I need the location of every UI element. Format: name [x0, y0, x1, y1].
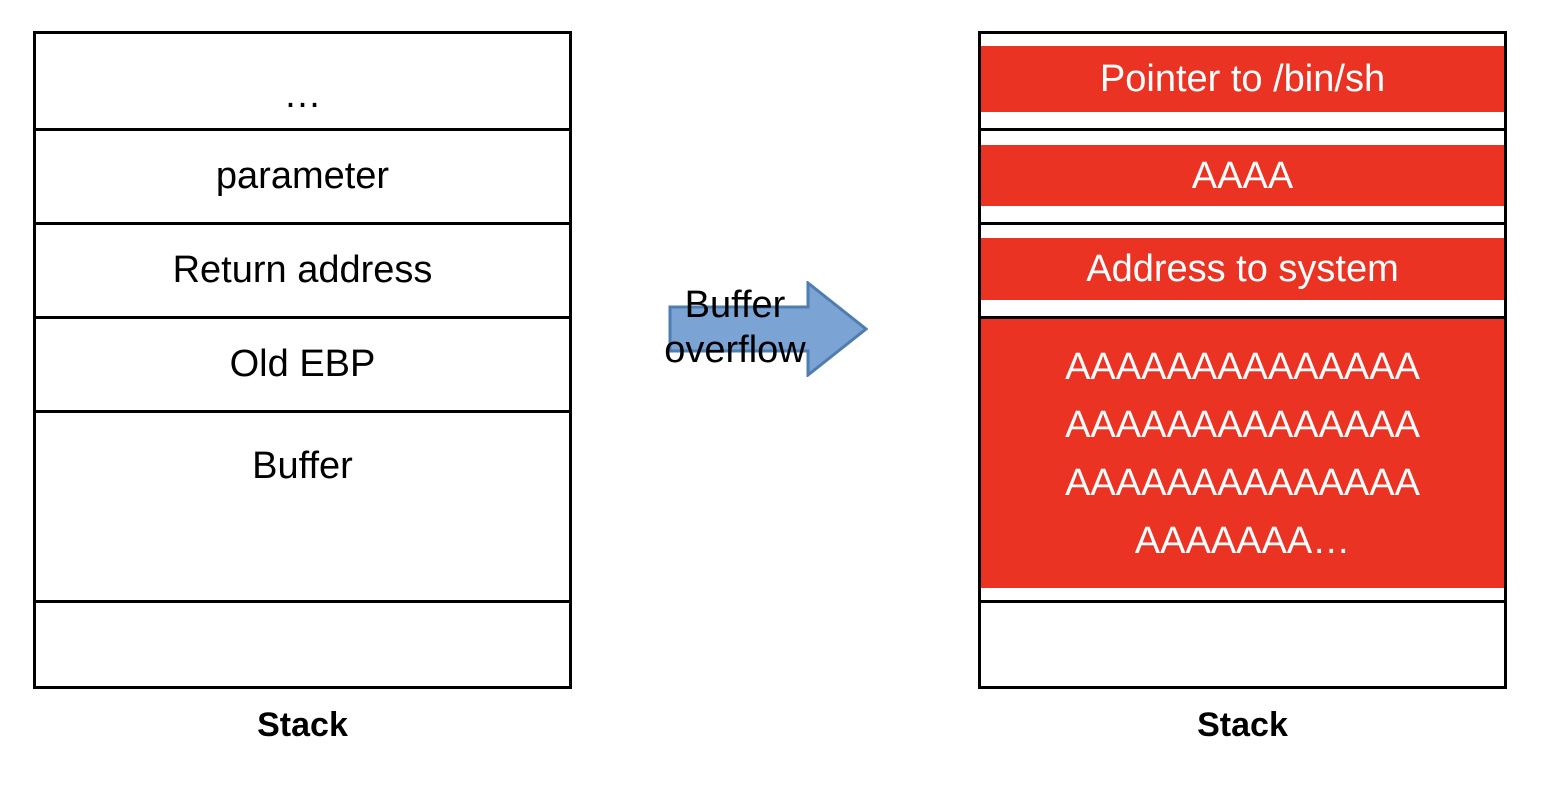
right-cell-label-3-3: AAAAAAA…	[1134, 519, 1351, 562]
stack-row: Return address	[36, 225, 569, 319]
stack-row: Pointer to /bin/sh	[981, 34, 1504, 131]
stack-row: …	[36, 34, 569, 131]
buffer-overflow-arrow	[668, 281, 868, 377]
right-stack-caption: Stack	[1197, 706, 1288, 744]
stack-row: Address to system	[981, 225, 1504, 319]
stack-row: Buffer	[36, 413, 569, 603]
left-cell-label-1: parameter	[215, 155, 390, 198]
right-stack-table: Pointer to /bin/sh AAAA Address to syste…	[978, 31, 1507, 689]
right-cell-label-3-1: AAAAAAAAAAAAAA	[1065, 403, 1420, 446]
left-stack-table: … parameter Return address Old EBP Buffe…	[33, 31, 572, 689]
stack-row: AAAAAAAAAAAAAA AAAAAAAAAAAAAA AAAAAAAAAA…	[981, 319, 1504, 603]
right-block-arrow-icon	[668, 281, 868, 377]
right-cell-label-1-0: AAAA	[1191, 154, 1294, 197]
stack-row: AAAA	[981, 131, 1504, 225]
right-cell-highlight-0: Pointer to /bin/sh	[981, 46, 1504, 112]
right-cell-label-2-0: Address to system	[1086, 248, 1399, 290]
left-cell-label-0: …	[283, 73, 322, 116]
stack-row	[981, 603, 1504, 686]
right-cell-highlight-2: Address to system	[981, 238, 1504, 300]
right-cell-highlight-1: AAAA	[981, 145, 1504, 206]
left-cell-label-4: Buffer	[252, 445, 353, 488]
right-cell-label-3-0: AAAAAAAAAAAAAA	[1065, 345, 1420, 388]
left-stack-caption: Stack	[257, 706, 348, 744]
stack-row: Old EBP	[36, 319, 569, 413]
right-cell-label-3-2: AAAAAAAAAAAAAA	[1065, 461, 1420, 504]
stack-row	[36, 603, 569, 686]
right-cell-label-0-0: Pointer to /bin/sh	[1099, 58, 1386, 100]
left-cell-label-2: Return address	[172, 249, 433, 292]
right-cell-highlight-3: AAAAAAAAAAAAAA AAAAAAAAAAAAAA AAAAAAAAAA…	[981, 319, 1504, 588]
left-cell-label-3: Old EBP	[229, 343, 376, 386]
stack-row: parameter	[36, 131, 569, 225]
